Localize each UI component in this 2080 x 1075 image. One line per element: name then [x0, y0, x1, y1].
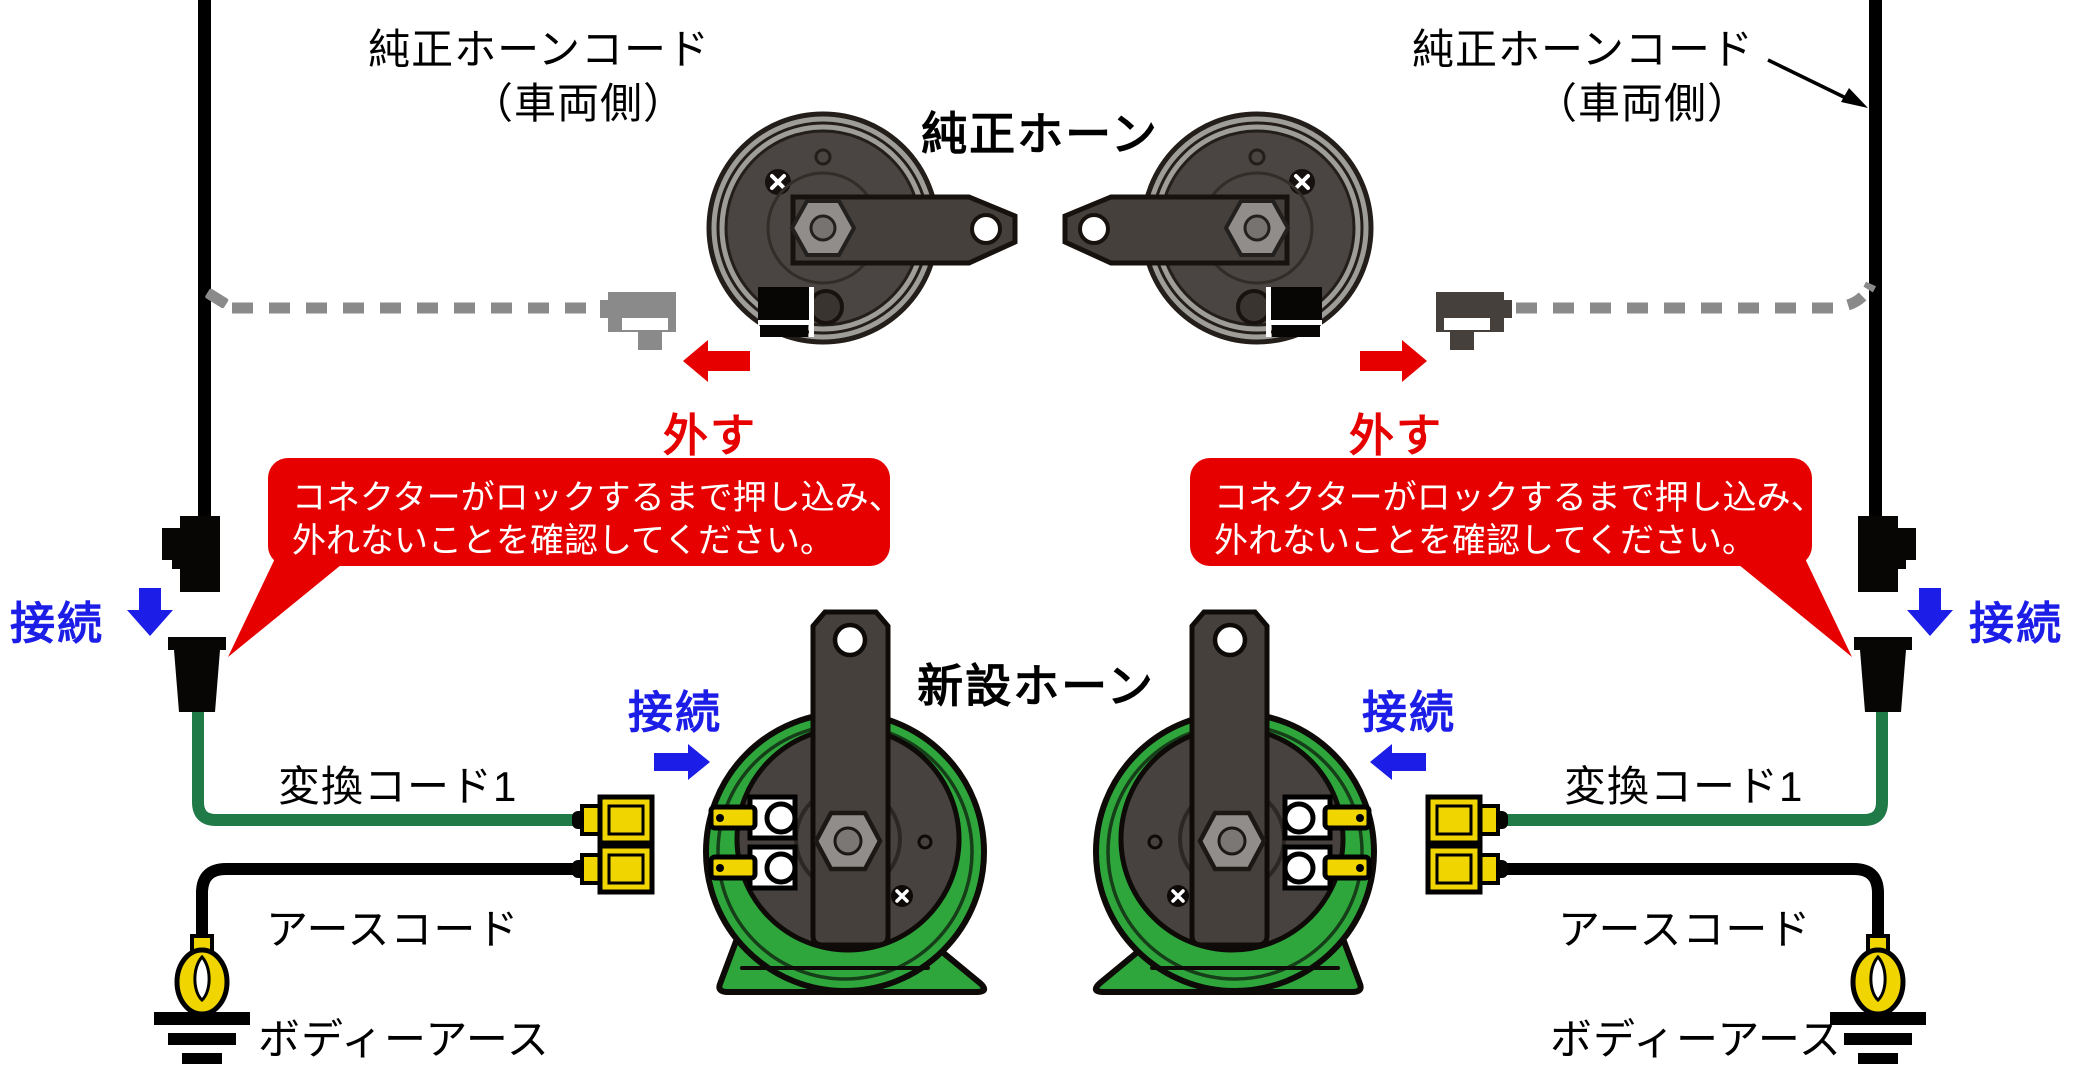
connect-label-top-right: 接続 — [1969, 598, 2064, 649]
body-earth-label-left: ボディーアース — [258, 1016, 550, 1063]
conversion-cord-label-right: 変換コード1 — [1564, 763, 1804, 810]
stock-connector-silhouette-right — [1436, 292, 1512, 350]
earth-cord-left — [196, 863, 584, 942]
remove-arrow-right-icon — [1360, 340, 1427, 382]
callout-right-line2: 外れないことを確認してください。 — [1214, 522, 1756, 560]
callout-right-line1: コネクターがロックするまで押し込み、 — [1214, 479, 1825, 517]
spade-connector-green-left — [572, 794, 655, 846]
conversion-cord-label-left: 変換コード1 — [278, 763, 518, 810]
ground-symbol-left — [154, 1012, 250, 1064]
connect-label-bottom-right: 接続 — [1362, 687, 1457, 738]
ground-symbol-right — [1830, 1012, 1926, 1064]
stock-cord-label-left-line1: 純正ホーンコード — [368, 26, 710, 73]
ring-terminal-right — [1850, 934, 1906, 1017]
vehicle-connector-male-right — [1858, 516, 1916, 592]
connect-arrow-left-icon — [1370, 744, 1426, 780]
label-arrow-right-icon — [1767, 58, 1868, 108]
connect-label-top-left: 接続 — [10, 598, 105, 649]
spade-connector-black-left — [572, 843, 655, 895]
earth-cord-label-right: アースコード — [1558, 906, 1812, 953]
dashed-cord-left — [205, 288, 600, 314]
callout-left-line2: 外れないことを確認してください。 — [292, 522, 834, 560]
connect-arrow-right-icon — [654, 744, 710, 780]
callout-bubble-right — [1190, 458, 1852, 657]
stock-cord-label-right-line2: （車両側） — [1534, 80, 1750, 127]
remove-arrow-left-icon — [683, 340, 750, 382]
conversion-cord-green-left — [192, 708, 584, 826]
connect-arrow-down-right-icon — [1907, 588, 1953, 636]
conversion-connector-female-right — [1854, 637, 1912, 712]
earth-cord-right — [1496, 863, 1884, 942]
connect-label-bottom-left: 接続 — [628, 687, 723, 738]
new-horn-title: 新設ホーン — [917, 660, 1155, 712]
remove-label-right: 外す — [1349, 410, 1444, 461]
stock-horn-title: 純正ホーン — [921, 108, 1159, 160]
remove-label-left: 外す — [663, 410, 758, 461]
callout-left-line1: コネクターがロックするまで押し込み、 — [292, 479, 903, 517]
dashed-cord-right — [1516, 281, 1877, 314]
vehicle-connector-male-left — [162, 516, 220, 592]
ring-terminal-left — [174, 934, 230, 1017]
callout-bubble-left — [228, 458, 890, 657]
stock-cord-label-left-line2: （車両側） — [470, 80, 686, 127]
conversion-cord-green-right — [1496, 708, 1888, 826]
vehicle-wire-left — [198, 0, 211, 520]
spade-connector-green-right — [1425, 794, 1508, 846]
vehicle-wire-right — [1869, 0, 1882, 520]
earth-cord-label-left: アースコード — [266, 906, 520, 953]
stock-cord-label-right-line1: 純正ホーンコード — [1412, 26, 1754, 73]
conversion-connector-female-left — [168, 637, 226, 712]
body-earth-label-right: ボディーアース — [1550, 1016, 1842, 1063]
stock-connector-silhouette-left — [600, 292, 676, 350]
connect-arrow-down-left-icon — [127, 588, 173, 636]
spade-connector-black-right — [1425, 843, 1508, 895]
